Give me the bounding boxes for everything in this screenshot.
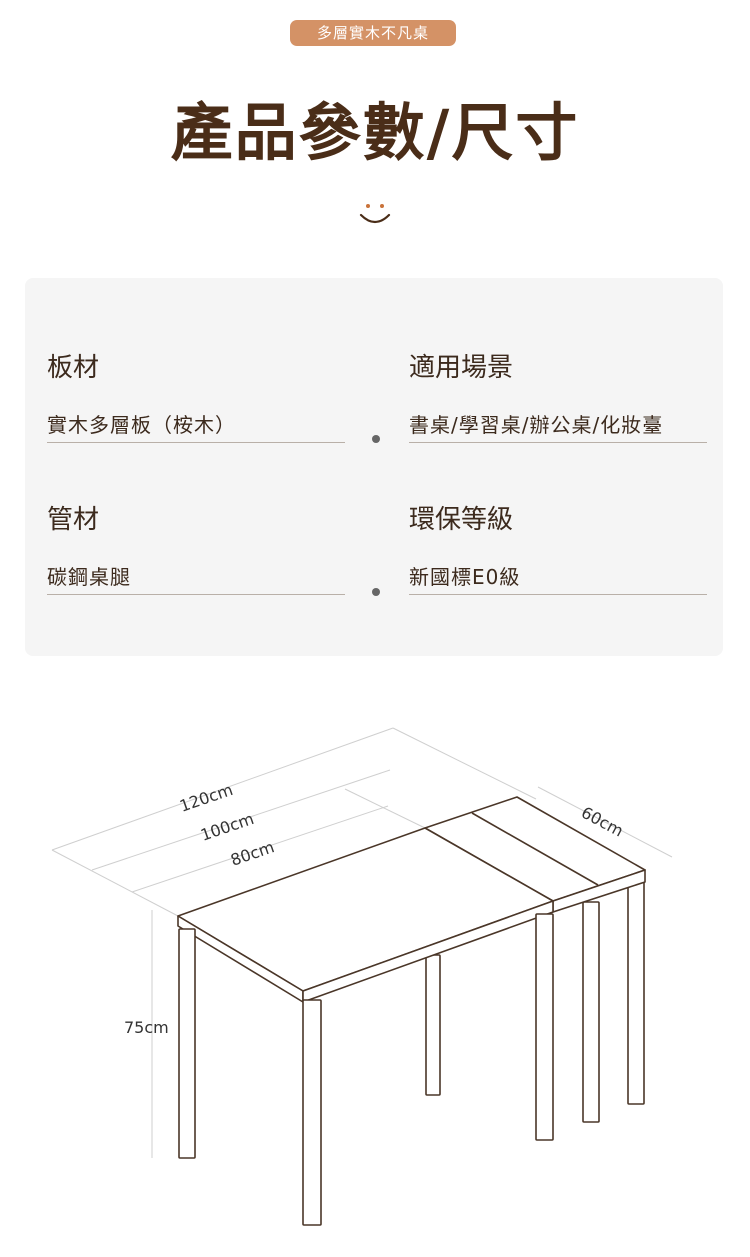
spec-heading: 適用場景 bbox=[409, 353, 514, 383]
separator-dot bbox=[372, 588, 380, 596]
spec-heading: 環保等級 bbox=[409, 505, 514, 535]
main-tabletop bbox=[177, 827, 554, 1003]
desk-dimension-diagram: 120cm 100cm 80cm 60cm 75cm bbox=[51, 727, 673, 1226]
dimension-length-80: 80cm bbox=[228, 837, 276, 870]
category-badge: 多層實木不凡桌 bbox=[290, 20, 456, 46]
spec-value: 碳鋼桌腿 bbox=[47, 560, 345, 595]
spec-board: 板材 實木多層板（桉木） bbox=[47, 350, 345, 443]
spec-usage: 適用場景 書桌/學習桌/辦公桌/化妝臺 bbox=[409, 350, 707, 443]
dimension-length-100: 100cm bbox=[198, 809, 256, 845]
spec-value: 書桌/學習桌/辦公桌/化妝臺 bbox=[409, 408, 707, 443]
guide-lines bbox=[51, 727, 673, 1158]
spec-tube: 管材 碳鋼桌腿 bbox=[47, 502, 345, 595]
spec-card: 板材 實木多層板（桉木） 適用場景 書桌/學習桌/辦公桌/化妝臺 管材 碳鋼桌腿… bbox=[25, 278, 723, 656]
spec-eco: 環保等級 新國標E0級 bbox=[409, 502, 707, 595]
spec-heading: 管材 bbox=[47, 505, 100, 535]
dimension-length-120: 120cm bbox=[177, 780, 235, 816]
front-legs bbox=[178, 913, 554, 1226]
spec-heading: 板材 bbox=[47, 353, 100, 383]
extension-board bbox=[424, 796, 646, 913]
rear-legs bbox=[425, 877, 645, 1123]
smile-icon bbox=[359, 204, 391, 224]
spec-value: 新國標E0級 bbox=[409, 560, 707, 595]
dimension-depth-60: 60cm bbox=[578, 803, 626, 841]
spec-value: 實木多層板（桉木） bbox=[47, 408, 345, 443]
dimension-height-75: 75cm bbox=[124, 1018, 169, 1037]
page-title: 產品參數/尺寸 bbox=[170, 96, 580, 169]
separator-dot bbox=[372, 435, 380, 443]
